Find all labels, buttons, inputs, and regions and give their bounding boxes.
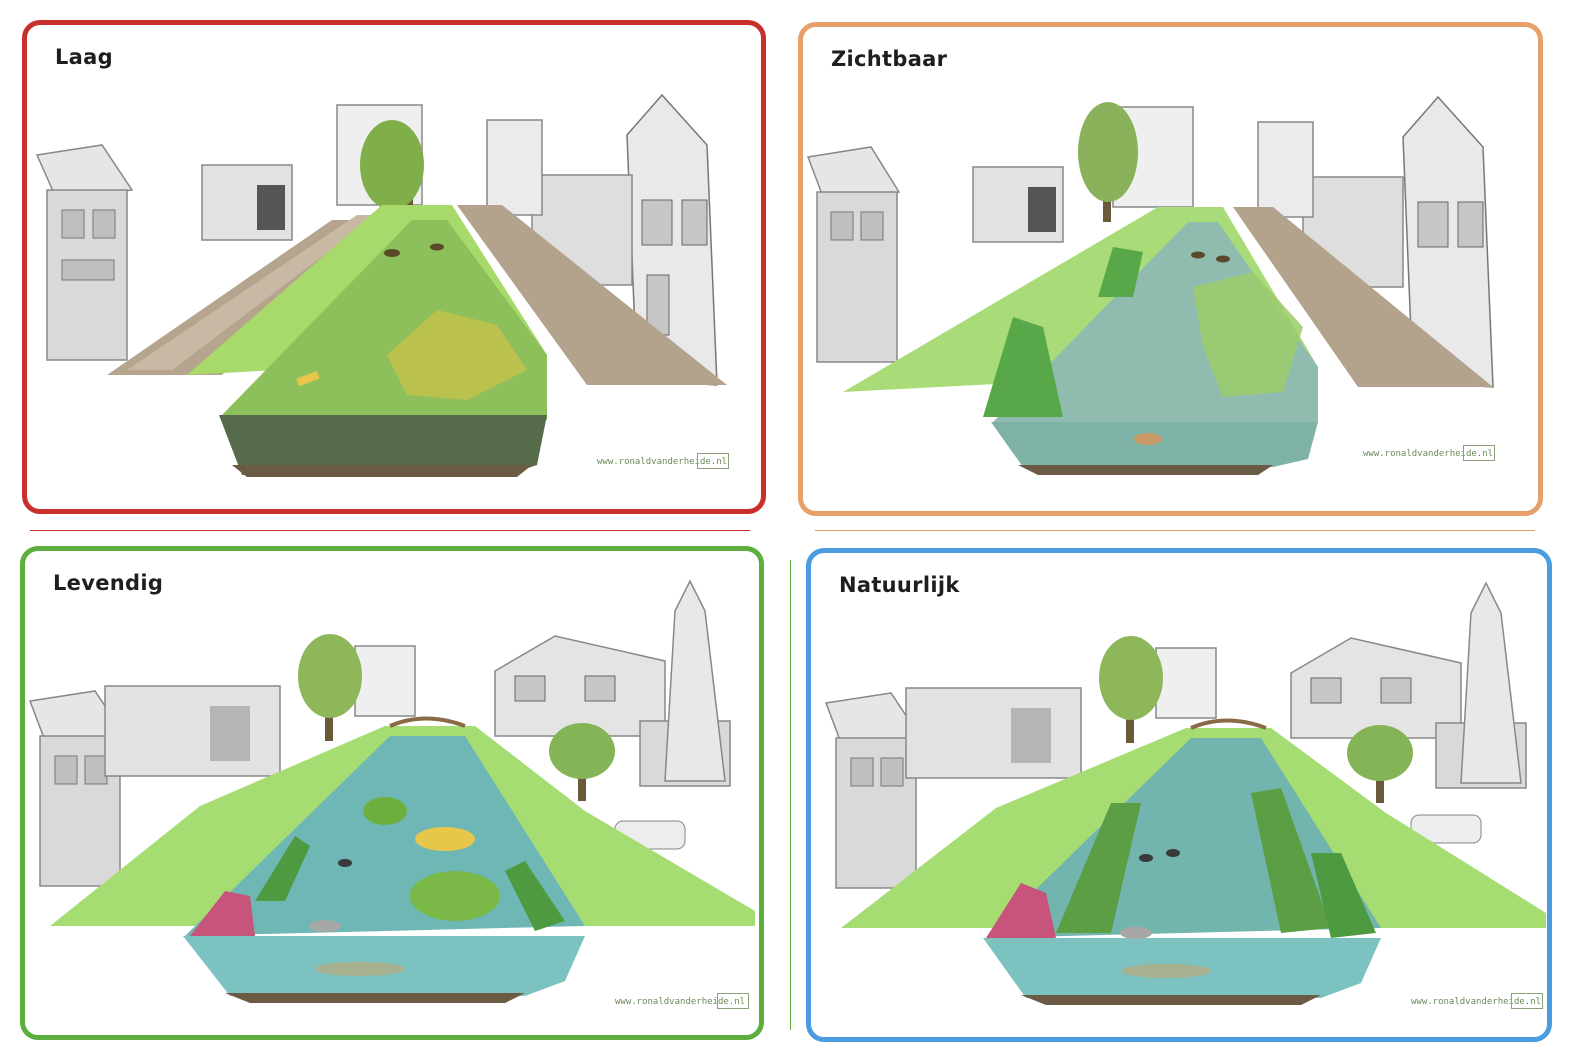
canal-illustration-laag (35, 93, 727, 477)
credit-text: www.ronaldvanderheide.nl (1411, 997, 1542, 1007)
panel-zichtbaar: Zichtbaar www.ronaldvanderheide.nl (798, 22, 1543, 516)
signature-stamp (697, 453, 729, 469)
house-icon (1402, 95, 1494, 388)
credit-text: www.ronaldvanderheide.nl (615, 997, 746, 1007)
house-icon (1290, 637, 1462, 739)
canal-illustration-levendig (28, 579, 755, 1003)
tree-icon (1078, 102, 1138, 222)
house-icon (824, 692, 923, 889)
tree-icon (360, 120, 424, 220)
bridge-icon (1190, 718, 1267, 730)
fish-icon (309, 920, 405, 976)
panel-laag: Laag www.ronaldvanderheide.nl (22, 20, 766, 514)
house-icon (35, 144, 134, 361)
divider-right (815, 530, 1535, 531)
fish-icon (1120, 927, 1211, 978)
signature-stamp (1463, 445, 1495, 461)
bridge-icon (389, 716, 466, 728)
panel-title: Laag (55, 45, 113, 69)
house-icon (626, 93, 718, 386)
tree-icon (298, 634, 615, 801)
panel-title: Natuurlijk (839, 573, 960, 597)
duck-icon (1139, 849, 1180, 862)
canal-illustration-zichtbaar (806, 95, 1494, 475)
canal-illustration-natuurlijk (824, 581, 1546, 1005)
duck-icon (384, 243, 444, 257)
panel-levendig: Levendig www.ronaldvanderheide.nl (20, 546, 764, 1040)
divider-left (30, 530, 750, 531)
house-icon (806, 146, 901, 363)
duck-icon (1191, 251, 1230, 263)
tree-icon (1099, 636, 1413, 803)
reed-icon (190, 836, 565, 936)
duck-icon (338, 859, 352, 867)
panel-title: Zichtbaar (831, 47, 948, 71)
credit-text: www.ronaldvanderheide.nl (597, 457, 728, 467)
panel-title: Levendig (53, 571, 164, 595)
panel-natuurlijk: Natuurlijk www.ronaldvanderheide.nl (806, 548, 1552, 1042)
reed-icon (983, 247, 1143, 417)
fish-icon (1134, 433, 1162, 445)
signature-stamp (717, 993, 749, 1009)
signature-stamp (1511, 993, 1543, 1009)
house-icon (494, 635, 666, 737)
reed-icon (986, 788, 1376, 938)
divider-vertical (790, 560, 791, 1030)
credit-text: www.ronaldvanderheide.nl (1363, 449, 1494, 459)
